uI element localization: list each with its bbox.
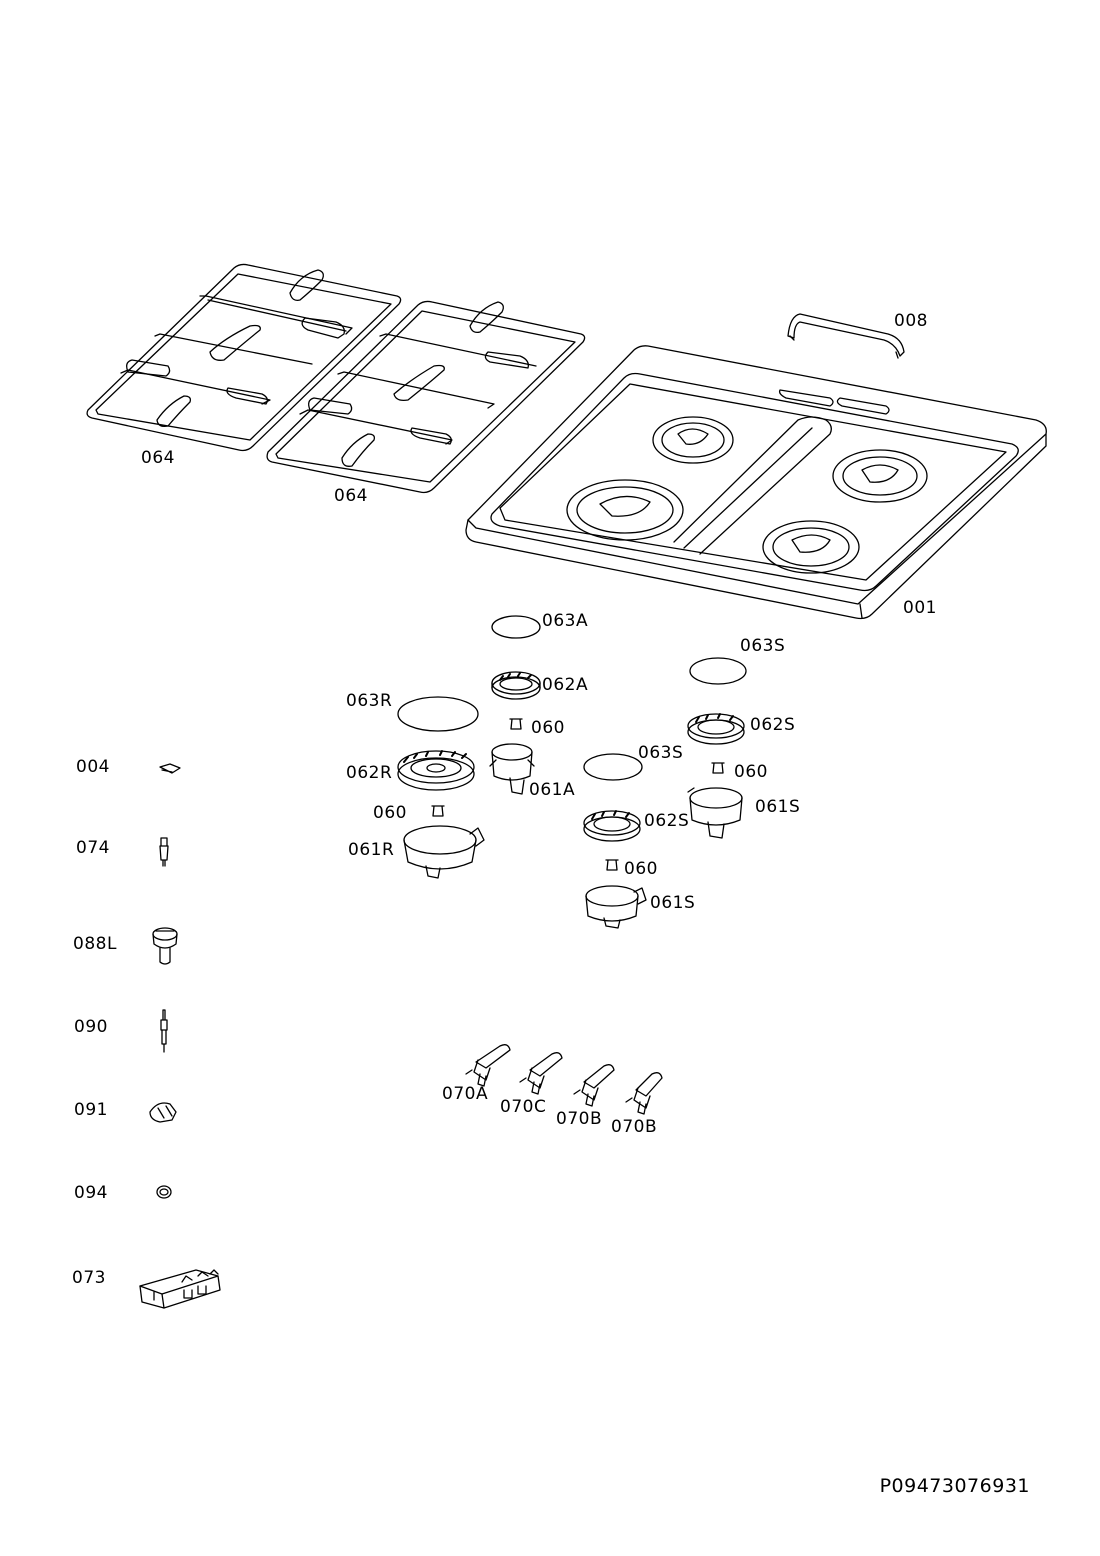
label-part-004: 004 (76, 757, 110, 777)
label-grate-left: 064 (141, 448, 175, 468)
label-grate-right: 064 (334, 486, 368, 506)
label-base-rapid: 061R (348, 840, 395, 860)
gas-taps (465, 1044, 663, 1115)
ignition-module-icon (139, 1269, 221, 1309)
label-part-088l: 088L (73, 934, 117, 954)
label-tap-070b-1: 070B (556, 1109, 603, 1129)
pan-support-left (86, 263, 402, 452)
crown-semi-mid (583, 810, 641, 842)
base-semi-right (687, 787, 743, 839)
label-part-074: 074 (76, 838, 110, 858)
tap-070b-1 (573, 1064, 615, 1107)
label-injector-2: 060 (373, 803, 407, 823)
washer-icon (156, 1185, 172, 1199)
label-crown-rapid: 062R (346, 763, 393, 783)
base-auxiliary (489, 743, 535, 795)
knob-icon (152, 927, 178, 965)
label-crown-semi-top: 062S (750, 715, 796, 735)
label-tap-070b-2: 070B (611, 1117, 658, 1137)
clip-icon (159, 763, 181, 774)
label-cover-strip: 008 (894, 311, 928, 331)
label-cap-semi-mid: 063S (638, 743, 684, 763)
label-tap-070a: 070A (442, 1084, 489, 1104)
thermocouple-icon (159, 837, 169, 867)
tap-070c (519, 1052, 563, 1095)
tap-070a (465, 1044, 511, 1087)
burner-caps (397, 615, 747, 781)
label-base-semi-right: 061S (755, 797, 801, 817)
base-rapid (403, 825, 485, 879)
cover-strip (787, 313, 905, 359)
pan-support-right (266, 300, 586, 494)
label-part-094: 094 (74, 1183, 108, 1203)
label-base-semi-low: 061S (650, 893, 696, 913)
label-cap-rapid: 063R (346, 691, 393, 711)
label-crown-auxiliary: 062A (542, 675, 589, 695)
base-semi-low (585, 885, 647, 929)
burner-crowns (397, 671, 745, 842)
crown-auxiliary (491, 671, 541, 700)
hob-top-plate (465, 345, 1047, 620)
label-tap-070c: 070C (500, 1097, 547, 1117)
bracket-icon (149, 1102, 177, 1123)
label-part-090: 090 (74, 1017, 108, 1037)
crown-semi-top (687, 713, 745, 745)
label-part-091: 091 (74, 1100, 108, 1120)
label-part-073: 073 (72, 1268, 106, 1288)
label-hob-top: 001 (903, 598, 937, 618)
ignition-plug-icon (160, 1009, 168, 1053)
label-crown-semi-mid: 062S (644, 811, 690, 831)
label-injector-1: 060 (531, 718, 565, 738)
label-cap-auxiliary: 063A (542, 611, 589, 631)
label-cap-semi-top: 063S (740, 636, 786, 656)
label-injector-4: 060 (624, 859, 658, 879)
label-injector-3: 060 (734, 762, 768, 782)
burner-bases (403, 743, 743, 929)
tap-070b-2 (625, 1072, 663, 1115)
drawing-code: P09473076931 (879, 1475, 1030, 1497)
label-base-auxiliary: 061A (529, 780, 576, 800)
crown-rapid (397, 750, 475, 791)
injectors (431, 718, 725, 871)
